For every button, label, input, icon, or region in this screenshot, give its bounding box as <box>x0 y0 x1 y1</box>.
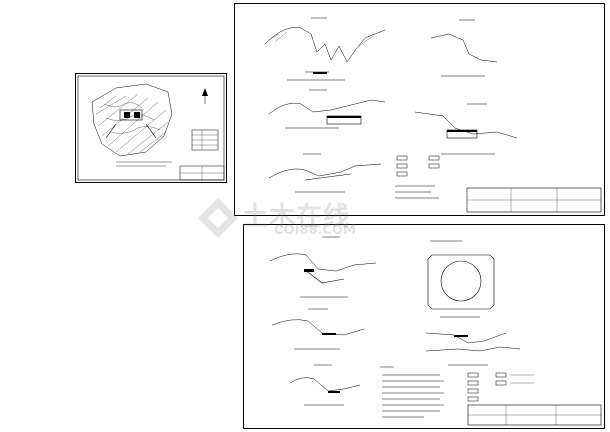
section-drawings-bottom <box>269 236 602 426</box>
drawing-sheet-top-right[interactable] <box>234 3 605 216</box>
drawing-sheet-bottom-right[interactable] <box>243 224 605 429</box>
drawing-sheet-left[interactable] <box>75 73 227 183</box>
site-plan-drawing <box>77 75 225 181</box>
section-drawings-top <box>264 17 602 213</box>
